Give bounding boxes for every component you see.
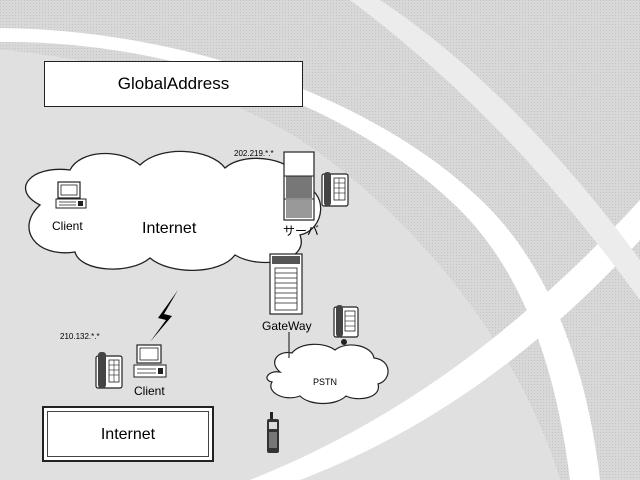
mobile-phone-icon (267, 412, 279, 453)
server-icon (283, 151, 315, 221)
client-bottom-label: Client (134, 384, 165, 398)
internet-legend-box: Internet (42, 406, 214, 462)
server-label: サーバ (283, 224, 319, 238)
lightning-icon (150, 290, 178, 342)
phone-icon (321, 172, 349, 207)
client-top-label: Client (52, 219, 83, 233)
server-ip-label: 202.219.*.* (234, 149, 274, 158)
pstn-label: PSTN (313, 377, 338, 387)
phone-icon (95, 352, 123, 389)
internet-cloud (25, 150, 322, 272)
internet-cloud-label: Internet (142, 220, 197, 237)
computer-icon (55, 181, 87, 209)
computer-icon (133, 344, 167, 378)
pstn-cloud (266, 343, 389, 405)
gateway-label: GateWay (262, 319, 312, 333)
title-box: GlobalAddress (44, 61, 303, 107)
internet-legend-label: Internet (100, 426, 156, 443)
title-text: GlobalAddress (117, 74, 230, 93)
phone-icon (333, 305, 359, 345)
client-bottom-ip-label: 210.132.*.* (60, 332, 100, 341)
server-icon (269, 253, 303, 315)
